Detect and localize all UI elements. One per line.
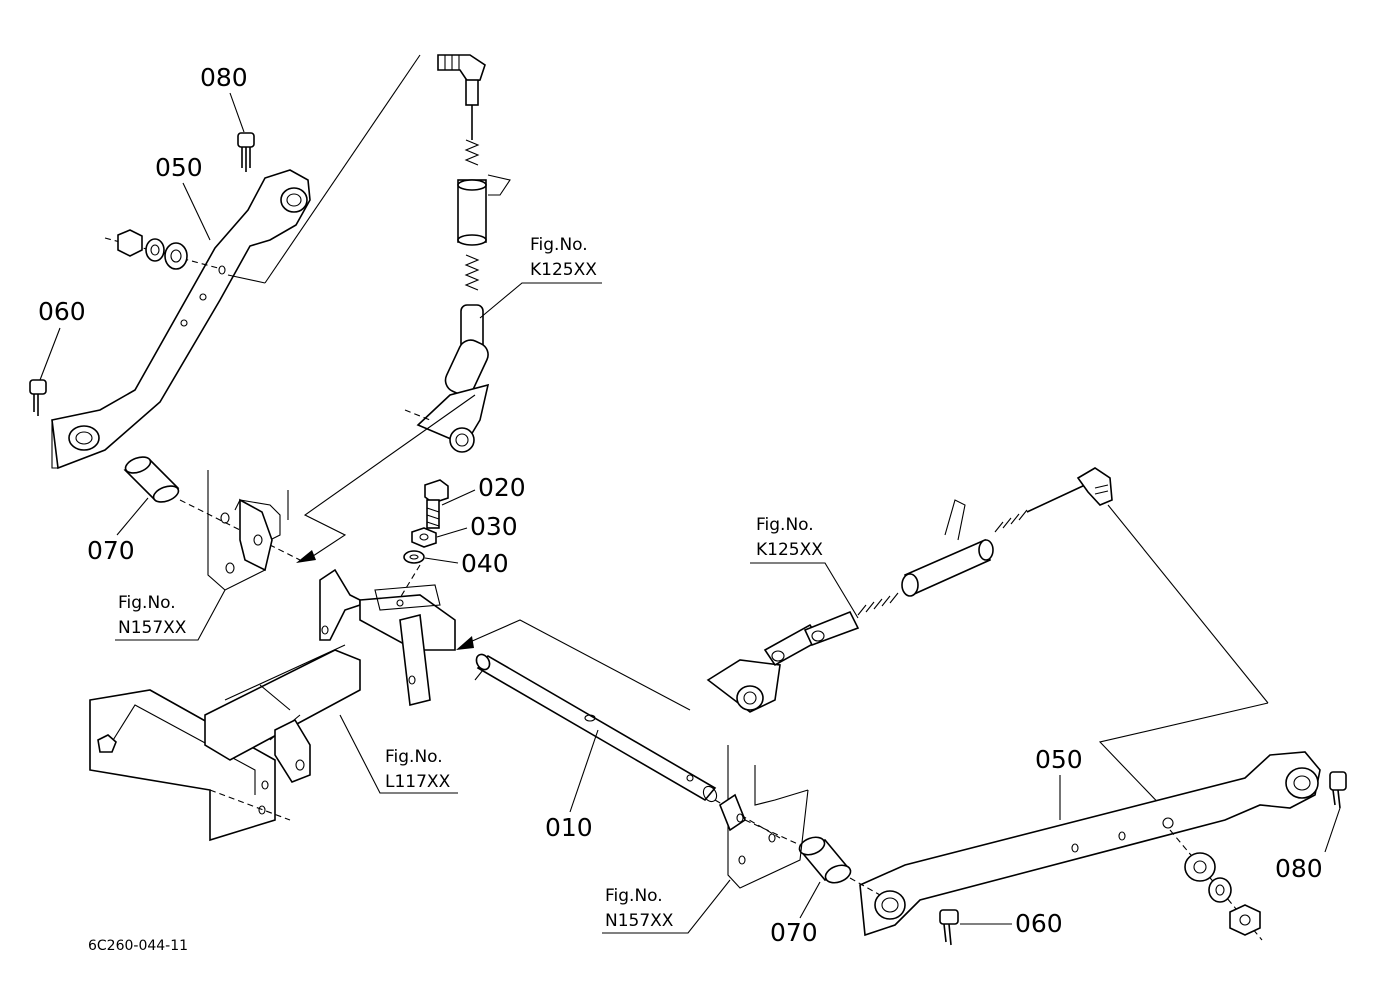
label-020: 020: [441, 473, 526, 506]
fig-ref-k125-mid: Fig.No. K125XX: [750, 515, 859, 619]
part-number-050-left: 050: [155, 153, 203, 182]
bolt-020: [424, 479, 449, 529]
part-number-070-right: 070: [770, 918, 818, 947]
part-number-060-right: 060: [1015, 909, 1063, 938]
label-070-right: 070: [770, 881, 821, 947]
fig-ref-n157-left: Fig.No. N157XX: [115, 589, 226, 641]
leader-liftrod-to-link: [264, 54, 421, 284]
label-040: 040: [424, 549, 509, 578]
pin-060-right: [939, 909, 959, 946]
bushing-070-right: [798, 836, 881, 896]
part-number-030: 030: [470, 512, 518, 541]
washer-040: [399, 550, 425, 599]
part-number-060-left: 060: [38, 297, 86, 326]
fig-ref-label: Fig.No.: [385, 747, 443, 767]
part-number-020: 020: [478, 473, 526, 502]
fig-ref-code: K125XX: [756, 540, 823, 560]
nut-030: [411, 527, 437, 548]
part-number-070-left: 070: [87, 536, 135, 565]
label-010: 010: [545, 729, 599, 842]
label-080-left: 080: [200, 63, 248, 133]
label-080-right: 080: [1275, 807, 1341, 883]
leader-liftrod-to-link-right: [1107, 504, 1269, 704]
fig-ref-label: Fig.No.: [530, 235, 588, 255]
label-060-right: 060: [960, 909, 1063, 938]
fig-ref-code: N157XX: [605, 911, 674, 931]
part-number-050-right: 050: [1035, 745, 1083, 774]
cross-shaft-010: [474, 653, 781, 839]
arrow-left-bracket: [296, 394, 476, 563]
main-frame-l117: [89, 568, 456, 842]
lower-link-right: [859, 751, 1321, 937]
drawing-code: 6C260-044-11: [88, 938, 188, 954]
pin-080-left: [237, 132, 255, 172]
label-070-left: 070: [87, 497, 149, 565]
label-050-left: 050: [155, 153, 211, 241]
lower-link-left: [51, 169, 311, 470]
lift-rod-left: [404, 54, 511, 453]
label-050-right: 050: [1035, 745, 1083, 820]
part-number-080-right: 080: [1275, 854, 1323, 883]
label-060-left: 060: [38, 297, 86, 381]
fig-ref-label: Fig.No.: [118, 593, 176, 613]
arrow-right-link: [456, 619, 691, 711]
part-number-040: 040: [461, 549, 509, 578]
fig-ref-n157-right: Fig.No. N157XX: [602, 879, 731, 934]
bushing-070-left: [123, 456, 301, 561]
fig-ref-label: Fig.No.: [605, 886, 663, 906]
bracket-n157-right: [719, 745, 809, 889]
bracket-n157-left: [207, 470, 289, 591]
label-030: 030: [436, 512, 518, 541]
fig-ref-k125-top: Fig.No. K125XX: [479, 235, 602, 319]
nut-washer-set-right: [1169, 829, 1263, 941]
part-number-080-left: 080: [200, 63, 248, 92]
pin-080-right: [1329, 771, 1347, 809]
fig-ref-code: L117XX: [385, 772, 451, 792]
nut-washer-set-left: [104, 229, 219, 270]
fig-ref-code: N157XX: [118, 618, 187, 638]
lift-rod-right: [706, 467, 1113, 713]
fig-ref-l117: Fig.No. L117XX: [339, 714, 458, 794]
fig-ref-label: Fig.No.: [756, 515, 814, 535]
part-number-010: 010: [545, 813, 593, 842]
pin-060-left: [29, 379, 47, 416]
fig-ref-code: K125XX: [530, 260, 597, 280]
